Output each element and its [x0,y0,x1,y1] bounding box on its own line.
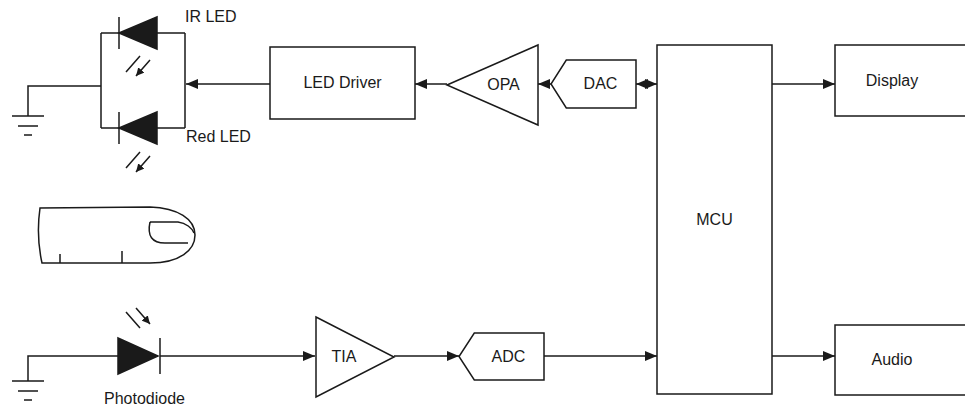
ground-wire [28,356,118,381]
process-box: Display [835,45,965,116]
node-label: LED Driver [303,74,381,92]
ground-symbol [12,116,44,135]
node-label: MCU [696,211,732,229]
fingernail [149,222,194,243]
signal-arrow [772,83,835,85]
signal-arrow [394,355,459,357]
signal-arrow [636,83,657,85]
finger-crease [60,251,122,263]
signal-arrow [544,355,657,357]
drive-wire [186,83,270,85]
converter-block: ADC [459,333,544,380]
ground-wire [28,86,101,116]
finger [38,207,195,263]
node-label: TIA [332,348,357,366]
node-label: Audio [872,351,913,369]
emission-arrow [126,56,150,76]
red-led-symbol [119,112,157,144]
part-label: Photodiode [104,390,185,408]
converter-block: DAC [551,60,636,108]
signal-arrow [538,83,551,85]
part-label: IR LED [185,8,237,26]
signal-arrow [772,355,835,357]
node-label: ADC [492,348,526,366]
node-label: OPA [487,76,520,94]
ir-led-bar [118,17,120,49]
process-box: Audio [835,325,965,395]
signal-arrow [415,83,447,85]
ground-symbol [12,381,44,400]
node-label: DAC [584,75,618,93]
signal-wire [160,355,315,357]
ir-led-symbol [119,17,157,49]
amplifier-triangle: TIA [316,317,394,397]
process-box: LED Driver [270,47,415,119]
part-label: Red LED [186,128,251,146]
photodiode-symbol [118,338,158,374]
emission-arrow [126,152,150,172]
node-label: Display [866,72,918,90]
emission-arrow [126,308,150,328]
amplifier-triangle: OPA [447,45,538,125]
led-wire [101,33,185,128]
red-led-bar [118,112,120,144]
process-box: MCU [657,45,772,394]
